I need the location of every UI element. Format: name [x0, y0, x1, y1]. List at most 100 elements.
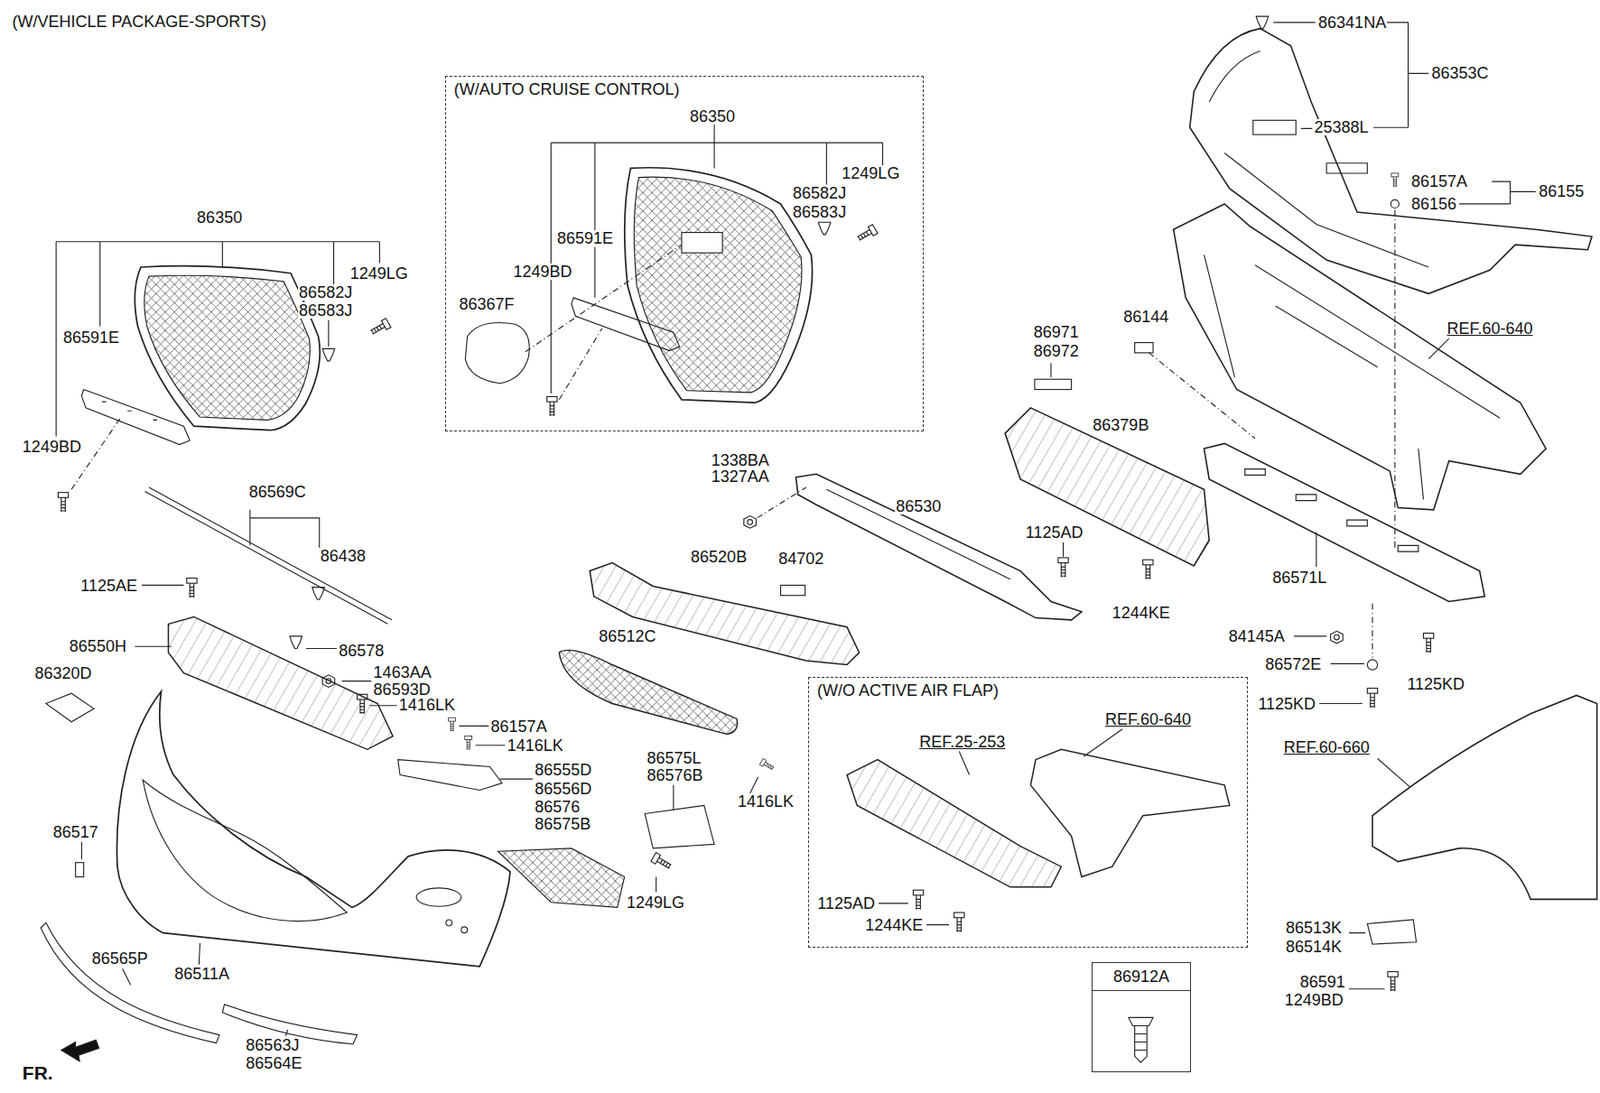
fastener	[369, 318, 391, 338]
leader-line	[134, 585, 758, 893]
callout-number: 86572E	[1264, 656, 1322, 673]
leader-line	[81, 842, 83, 860]
callout-number: 86556D	[533, 781, 593, 798]
leader-line	[1348, 758, 1411, 989]
fastener	[954, 912, 965, 932]
leader-line	[1148, 353, 1256, 439]
fastener	[1367, 660, 1377, 670]
fastener	[651, 853, 673, 873]
callout-number: 1249BD	[1283, 992, 1345, 1009]
label-plate	[781, 585, 806, 596]
radiator-support	[1030, 749, 1229, 877]
fastener	[818, 222, 831, 235]
frame-heading: 86912A	[1092, 963, 1191, 992]
callout-number: 86379B	[1091, 417, 1150, 434]
energy-absorber	[589, 563, 859, 666]
radiator-support	[1173, 204, 1546, 511]
callout-number: 1249LG	[625, 894, 686, 912]
fastener	[1255, 16, 1399, 208]
fastener	[57, 318, 391, 512]
callout-number: 1244KE	[864, 917, 924, 934]
callout-number: 86350	[688, 108, 736, 125]
callout-number: 86971	[1032, 324, 1080, 341]
fastener	[289, 636, 303, 650]
callout-number: 1416LK	[506, 737, 565, 754]
callout-number: 1249LG	[840, 165, 901, 182]
energy-absorber	[589, 563, 859, 666]
callout-number: 86972	[1032, 343, 1080, 360]
callout-number: 1463AA	[372, 664, 433, 681]
callout-number: 1416LK	[736, 793, 795, 810]
under-cover	[1204, 443, 1486, 602]
callout-number: 86564E	[244, 1055, 303, 1072]
bumper-bracket	[167, 616, 393, 750]
front-arrow	[61, 1040, 100, 1062]
fastener	[547, 222, 878, 417]
callout-number: 86341NA	[1317, 14, 1387, 31]
page-title: (W/VEHICLE PACKAGE-SPORTS)	[12, 13, 267, 30]
sensor-cover	[465, 323, 530, 384]
radiator-grille	[633, 176, 802, 393]
callout-number: 86583J	[791, 204, 847, 221]
callout-number: 86157A	[1410, 173, 1469, 190]
front-fender	[1372, 695, 1598, 900]
callout-number: 86591E	[556, 230, 614, 247]
leader-line	[757, 487, 807, 519]
front-bumper	[416, 888, 462, 907]
leader-line	[1428, 338, 1450, 360]
leader-line	[1371, 604, 1373, 659]
leader-line	[250, 510, 320, 549]
callout-number: 1125KD	[1405, 676, 1466, 693]
upper-cover	[1253, 120, 1296, 135]
grille-insert	[497, 848, 624, 909]
fastener	[465, 736, 473, 751]
label-plate	[1034, 379, 1072, 390]
radiator-grille	[681, 232, 723, 254]
leader-line	[55, 241, 380, 491]
callout-number: 86517	[52, 824, 100, 841]
callout-number: 86563J	[244, 1037, 300, 1054]
fastener	[744, 516, 757, 530]
front-bumper	[116, 691, 511, 968]
part-box: 86912A	[1091, 962, 1191, 1073]
under-cover	[1204, 443, 1486, 602]
grille-insert	[497, 848, 624, 909]
leader-line	[1273, 22, 1535, 551]
fastener	[1367, 688, 1377, 708]
callout-number: 86575L	[645, 750, 702, 767]
callout-number: 1249LG	[349, 265, 410, 282]
callout-number: 86565P	[91, 950, 149, 968]
air-guide	[846, 760, 1061, 888]
fastener	[1387, 972, 1398, 992]
callout-number: 25388L	[1313, 119, 1370, 136]
leader-line	[81, 842, 83, 860]
option-frame: (W/AUTO CRUISE CONTROL)	[445, 75, 924, 432]
callout-number: 86144	[1122, 308, 1170, 326]
reference-note: REF.60-660	[1283, 739, 1371, 756]
fastener	[448, 717, 456, 732]
fastener	[57, 493, 68, 512]
fastener	[744, 516, 757, 530]
fastener	[322, 348, 335, 362]
radiator-grille	[134, 266, 320, 431]
upper-cover	[1209, 50, 1429, 267]
callout-number: 86576B	[645, 767, 704, 784]
leader-line	[878, 729, 1123, 926]
front-bumper	[116, 691, 511, 968]
radiator-grille	[144, 275, 311, 420]
leader-line	[134, 585, 758, 893]
fastener	[1143, 559, 1154, 579]
grille-bracket	[81, 390, 190, 446]
callout-number: 86156	[1410, 195, 1458, 213]
callout-number: 84145A	[1227, 628, 1286, 645]
leader-line	[1459, 181, 1536, 205]
callout-number: 1338BA	[710, 452, 771, 469]
callout-number: 1249BD	[511, 263, 573, 280]
label-plate	[1134, 343, 1154, 354]
label-plate	[781, 585, 806, 596]
bumper-bracket	[167, 616, 503, 791]
radiator-grille	[624, 167, 813, 403]
bumper-beam	[826, 489, 1010, 579]
bumper-bracket	[398, 760, 503, 791]
callout-number: 86155	[1537, 183, 1585, 200]
